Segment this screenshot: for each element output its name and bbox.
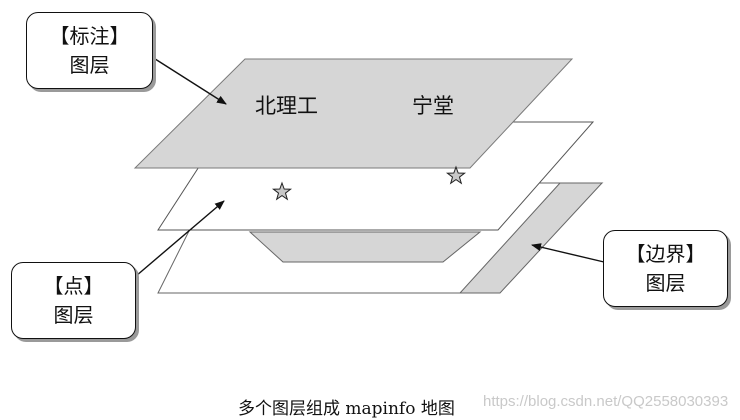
callout-title: 【边界】 [625, 241, 706, 266]
star-point-icon [271, 181, 293, 201]
star-point-icon [445, 165, 467, 185]
map-label-ningtang: 宁堂 [412, 94, 454, 118]
annotation-layer-plane [133, 58, 574, 169]
callout-annotation-layer: 【标注】 图层 [26, 12, 153, 89]
callout-subtitle: 图层 [53, 302, 94, 327]
boundary-region-strip [458, 182, 604, 294]
boundary-region-basin [248, 231, 482, 263]
map-label-beiligong: 北理工 [255, 94, 318, 118]
watermark-url: https://blog.csdn.net/QQ2558030393 [483, 393, 729, 410]
callout-title: 【点】 [43, 273, 104, 298]
callout-title: 【标注】 [49, 23, 130, 48]
arrow-point [135, 200, 225, 277]
callout-subtitle: 图层 [645, 270, 686, 295]
figure-caption: 多个图层组成 mapinfo 地图 [238, 399, 455, 419]
callout-subtitle: 图层 [69, 52, 110, 77]
arrow-boundary [531, 243, 605, 263]
annotation-layer [133, 58, 574, 169]
callout-boundary-layer: 【边界】 图层 [603, 230, 728, 307]
callout-point-layer: 【点】 图层 [11, 262, 136, 339]
arrow-annotation [151, 56, 227, 105]
